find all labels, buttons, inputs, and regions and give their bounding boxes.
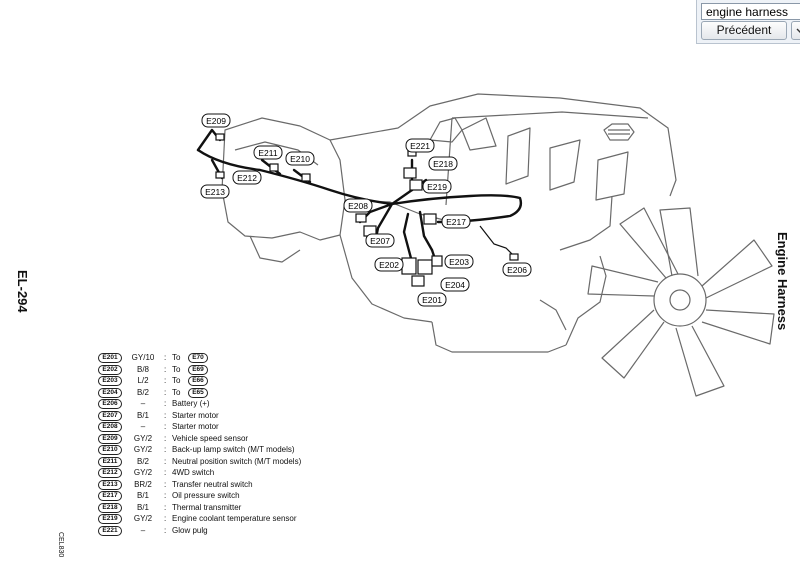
legend-wire: L/2 [137, 376, 149, 385]
legend-code: E207 [98, 410, 122, 421]
legend-dest: Neutral position switch (M/T models) [172, 456, 302, 466]
callout-E219: E219 [427, 182, 447, 192]
legend-row: E221–:Glow pulg [98, 525, 358, 537]
legend-wire: B/2 [136, 456, 149, 466]
legend-dest: Starter motor [172, 410, 219, 420]
legend-wire: B/1 [136, 410, 149, 420]
legend-dest-code: E65 [188, 387, 208, 398]
callout-E211: E211 [258, 148, 277, 158]
engine-outline [221, 93, 677, 353]
callout-E207: E207 [370, 236, 390, 246]
callout-E221: E221 [410, 141, 430, 151]
legend-dest: To [172, 353, 181, 362]
legend-dest: Engine coolant temperature sensor [172, 514, 297, 523]
callout-E213: E213 [205, 187, 225, 197]
legend-dest: Battery (+) [172, 399, 210, 408]
callout-E203: E203 [449, 257, 469, 267]
legend-dest: Glow pulg [172, 525, 208, 535]
legend-dest: Thermal transmitter [172, 502, 242, 512]
legend-wire: B/2 [136, 387, 149, 397]
callout-E204: E204 [445, 280, 465, 290]
legend-code: E211 [98, 456, 122, 467]
section-title: Engine Harness [775, 232, 790, 331]
chevron-down-icon [796, 28, 800, 33]
legend-row: E208–:Starter motor [98, 421, 358, 433]
callout-E217: E217 [446, 217, 466, 227]
legend-code: E203 [98, 376, 122, 386]
legend-wire: B/8 [136, 364, 149, 374]
legend-dest: 4WD switch [172, 468, 215, 477]
legend-wire: – [140, 422, 146, 431]
legend-code: E218 [98, 502, 122, 513]
legend-wire: GY/2 [133, 468, 153, 477]
legend-dest: Transfer neutral switch [172, 479, 253, 489]
legend-code: E217 [98, 491, 122, 501]
legend-dest-code: E69 [188, 364, 208, 375]
figure-code: CEL830 [57, 532, 64, 558]
legend-dest: Oil pressure switch [172, 491, 240, 500]
legend-row: E206–:Battery (+) [98, 398, 358, 410]
find-next-button[interactable] [791, 21, 800, 40]
connectors [215, 133, 519, 287]
harness-branch-thin [479, 225, 515, 257]
find-bar: Précédent [696, 0, 800, 44]
legend-wire: GY/10 [131, 353, 155, 362]
legend-code: E209 [98, 433, 122, 444]
legend-dest: Starter motor [172, 422, 219, 431]
legend-dest-code: E70 [188, 353, 208, 363]
legend-code: E201 [98, 353, 122, 363]
legend-code: E219 [98, 514, 122, 524]
cooling-fan-drawing [587, 207, 775, 397]
legend-code: E221 [98, 525, 122, 536]
legend-dest: Back-up lamp switch (M/T models) [172, 445, 295, 454]
callout-labels: E209 E211 E210 E212 E213 E221 E218 E219 … [200, 113, 532, 307]
callout-E201: E201 [422, 295, 442, 305]
callout-E206: E206 [507, 265, 527, 275]
legend-code: E202 [98, 364, 122, 375]
legend-code: E204 [98, 387, 122, 398]
callout-E209: E209 [206, 116, 226, 126]
find-previous-button[interactable]: Précédent [701, 21, 787, 40]
legend-wire: – [140, 525, 146, 535]
page-number-label: EL-294 [15, 270, 30, 313]
legend-wire: – [140, 399, 146, 408]
legend-code: E213 [98, 479, 122, 490]
callout-E212: E212 [237, 173, 257, 183]
legend-dest: To [172, 364, 181, 374]
callout-E208: E208 [348, 201, 368, 211]
callout-E210: E210 [290, 154, 310, 164]
legend-wire: B/1 [136, 502, 149, 512]
legend-dest: Vehicle speed sensor [172, 433, 249, 443]
find-input[interactable] [701, 3, 800, 20]
callout-E218: E218 [433, 159, 453, 169]
callout-E202: E202 [379, 260, 399, 270]
legend-code: E210 [98, 445, 122, 455]
legend-wire: B/1 [136, 491, 149, 500]
legend-wire: BR/2 [134, 479, 152, 489]
legend-wire: GY/2 [133, 445, 153, 454]
legend-code: E206 [98, 399, 122, 409]
legend-dest-code: E66 [188, 376, 208, 386]
legend-dest: To [172, 376, 181, 385]
legend-wire: GY/2 [133, 514, 153, 523]
legend-dest: To [172, 387, 181, 397]
legend-code: E212 [98, 468, 122, 478]
legend-wire: GY/2 [133, 433, 153, 443]
legend-code: E208 [98, 422, 122, 432]
